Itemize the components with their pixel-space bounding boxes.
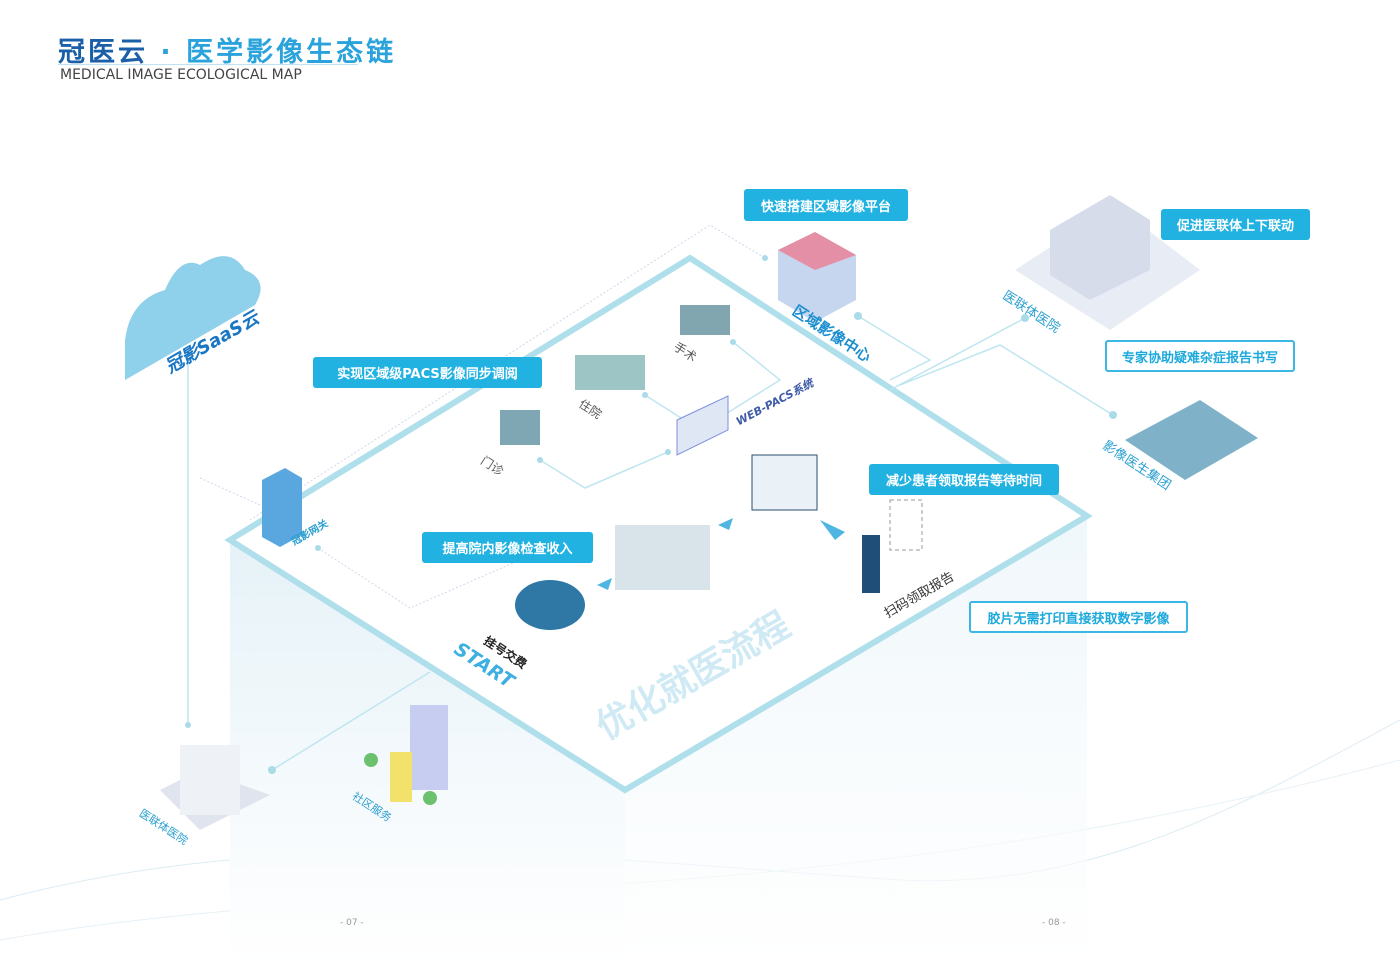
patient-icon [862,535,880,593]
registration-desk-icon [515,580,585,630]
server-gateway-icon [262,468,302,547]
connector-lines [187,315,1114,771]
doctor-group-table-icon [1125,400,1258,480]
callout-pacs-sync: 实现区域级PACS影像同步调阅 [313,357,542,388]
alliance-hospital-left-icon [160,745,270,830]
page-number-left: - 07 - [340,918,364,928]
regional-center-building-icon [778,232,856,322]
qr-code-icon [889,499,923,551]
outpatient-icon [500,410,540,445]
callout-increase-income: 提高院内影像检查收入 [422,532,593,563]
title-divider [58,64,358,65]
inpatient-icon [575,355,645,390]
callout-reduce-wait: 减少患者领取报告等待时间 [869,464,1059,495]
alliance-hospital-right-icon [1015,195,1200,330]
arrow-icon [597,518,845,590]
platform-top [224,254,1093,794]
web-pacs-screen-icon [676,395,729,456]
community-buildings-icon [364,705,448,805]
cloud-icon [125,256,261,380]
page-subtitle: MEDICAL IMAGE ECOLOGICAL MAP [60,67,302,83]
callout-alliance-linkage: 促进医联体上下联动 [1161,209,1310,240]
page-number-right: - 08 - [1042,918,1066,928]
callout-no-film: 胶片无需打印直接获取数字影像 [969,601,1188,633]
doctor-workstation-icon [751,454,818,511]
ct-scanner-icon [615,525,710,590]
callout-expert-assist: 专家协助疑难杂症报告书写 [1105,340,1295,372]
page-title: 冠医云 · 医学影像生态链 [58,37,397,68]
callout-regional-platform: 快速搭建区域影像平台 [744,189,908,221]
surgery-icon [680,305,730,335]
